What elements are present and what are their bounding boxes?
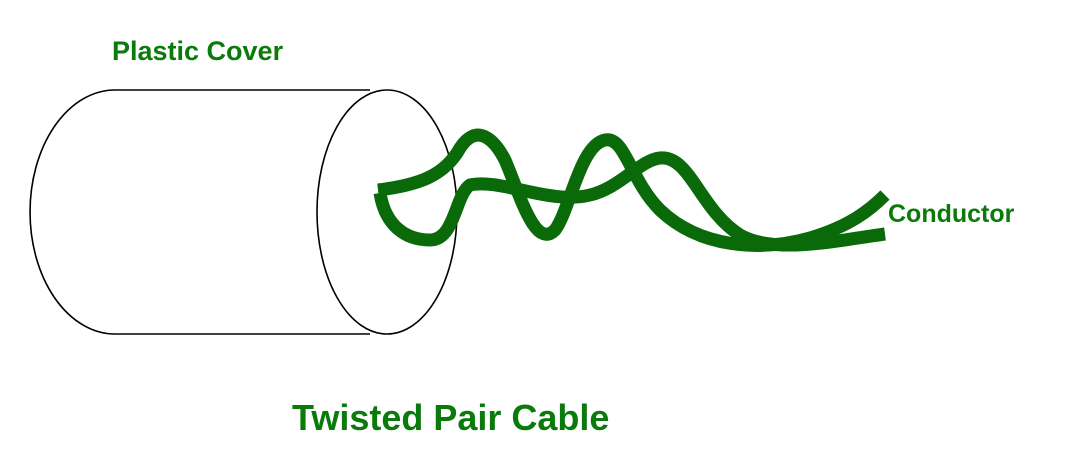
diagram-title: Twisted Pair Cable [292,397,609,438]
plastic-cover-label: Plastic Cover [112,36,284,66]
cable-cover-body [29,89,370,335]
cable-cover [29,89,458,335]
conductor-wire-2 [373,151,886,252]
conductor-label: Conductor [888,200,1015,228]
twisted-conductors [373,128,890,252]
